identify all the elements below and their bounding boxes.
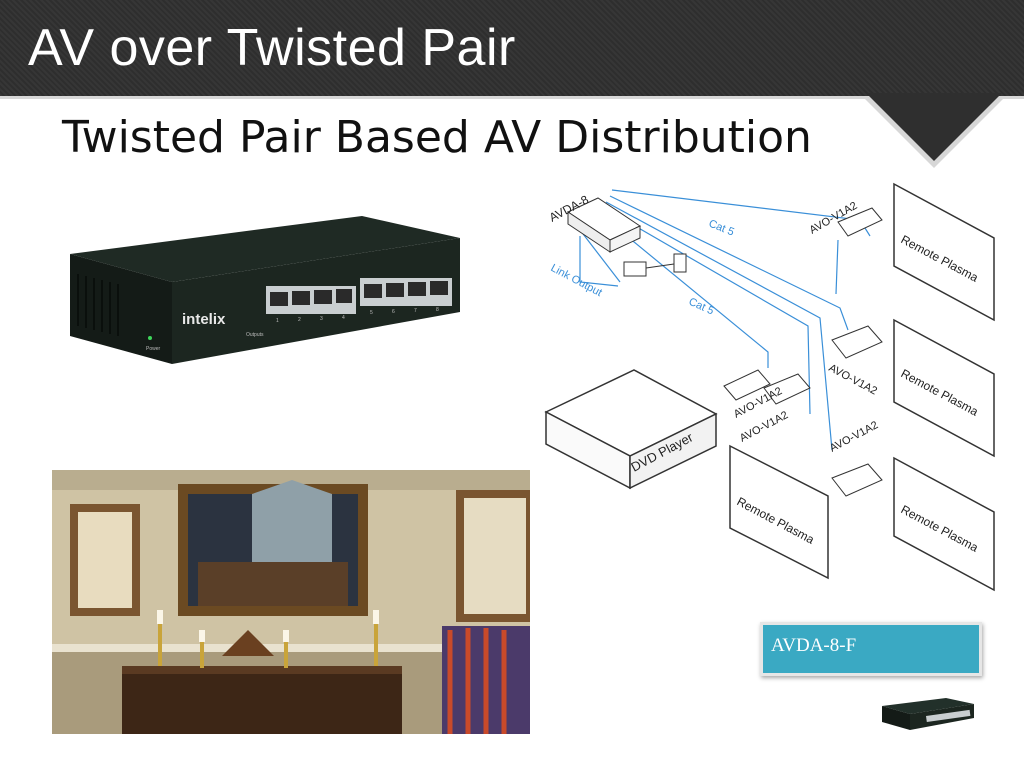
power-led	[148, 336, 152, 340]
device-outputs-label: Outputs	[246, 332, 264, 338]
slide-title: AV over Twisted Pair	[28, 19, 516, 77]
slide-subtitle: Twisted Pair Based AV Distribution	[62, 112, 812, 163]
connection-diagram: AVDA-8 Link Output Cat 5 Cat 5 Remote Pl…	[544, 182, 995, 592]
receiver-label: AVO-V1A2	[828, 419, 880, 454]
port-number: 4	[342, 315, 345, 321]
room-photo	[52, 470, 530, 734]
port-number: 5	[370, 310, 373, 316]
device-power-label: Power	[146, 346, 161, 352]
device-brand: intelix	[182, 311, 226, 328]
port-number: 7	[414, 308, 417, 314]
title-notch	[866, 93, 1002, 161]
port-number: 3	[320, 316, 323, 322]
receiver-label: AVO-V1A2	[827, 362, 879, 397]
title-divider	[0, 96, 1024, 99]
link-output-label: Link Output	[549, 262, 604, 299]
port-number: 2	[298, 317, 301, 323]
cable-label-1: Cat 5	[707, 218, 736, 239]
port-number: 1	[276, 318, 279, 324]
title-bar	[0, 0, 1024, 99]
cable-label-2: Cat 5	[687, 296, 716, 318]
product-thumbnail	[882, 698, 974, 730]
product-caption-label: AVDA-8-F	[771, 635, 857, 656]
port-number: 8	[436, 307, 439, 313]
product-caption: AVDA-8-F	[760, 622, 982, 676]
device-photo: intelix Power Outputs 1 2 3 4 5 6 7 8	[70, 216, 460, 364]
port-number: 6	[392, 309, 395, 315]
